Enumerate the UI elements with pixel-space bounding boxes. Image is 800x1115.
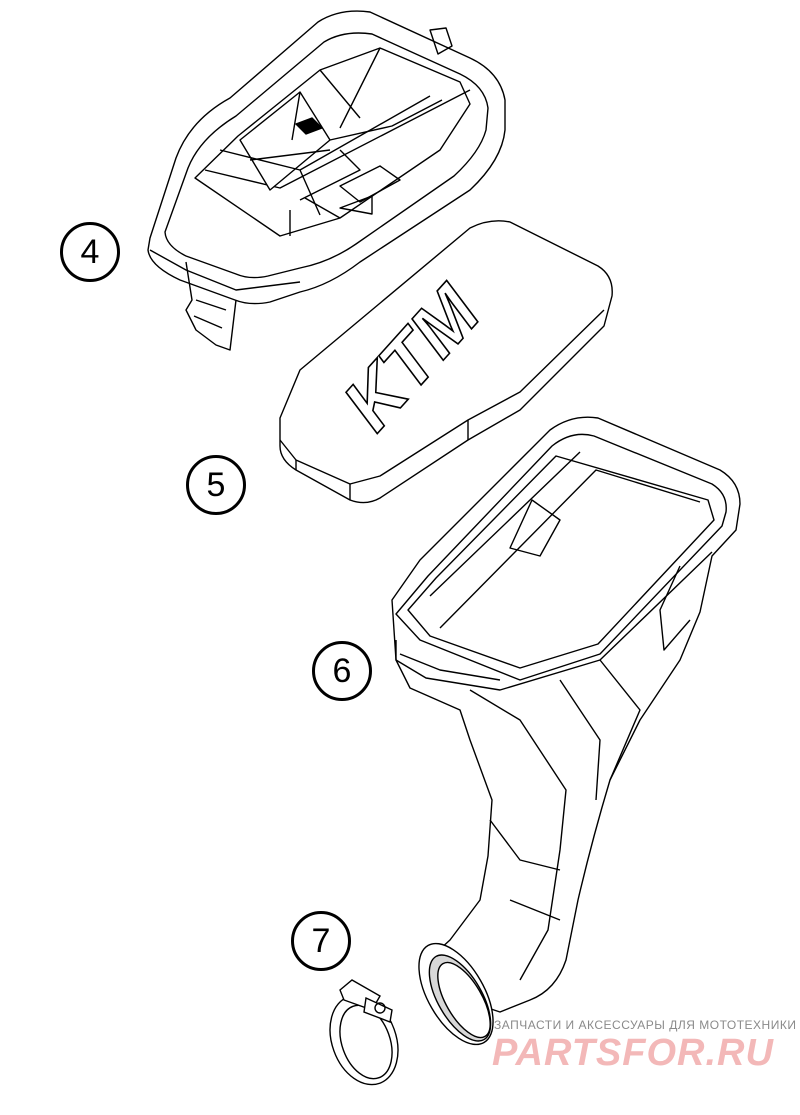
callout-6: 6 [312, 641, 372, 701]
callout-5: 5 [186, 455, 246, 515]
part-4-airbox-cover [147, 10, 506, 351]
part-7-hose-clamp [329, 979, 399, 1086]
callout-7: 7 [291, 911, 351, 971]
part-5-air-filter [279, 220, 613, 504]
callout-4: 4 [60, 222, 120, 282]
watermark-brand: PARTSFOR.RU [492, 1032, 774, 1074]
part-6-intake-outlet [418, 942, 494, 1046]
callout-5-label: 5 [206, 465, 226, 504]
callout-6-label: 6 [332, 651, 352, 690]
callout-7-label: 7 [311, 921, 331, 960]
part-6-intake-duct [391, 416, 741, 1013]
watermark-tagline: ЗАПЧАСТИ И АКСЕССУАРЫ ДЛЯ МОТОТЕХНИКИ [494, 1018, 797, 1032]
callout-4-label: 4 [80, 232, 100, 271]
